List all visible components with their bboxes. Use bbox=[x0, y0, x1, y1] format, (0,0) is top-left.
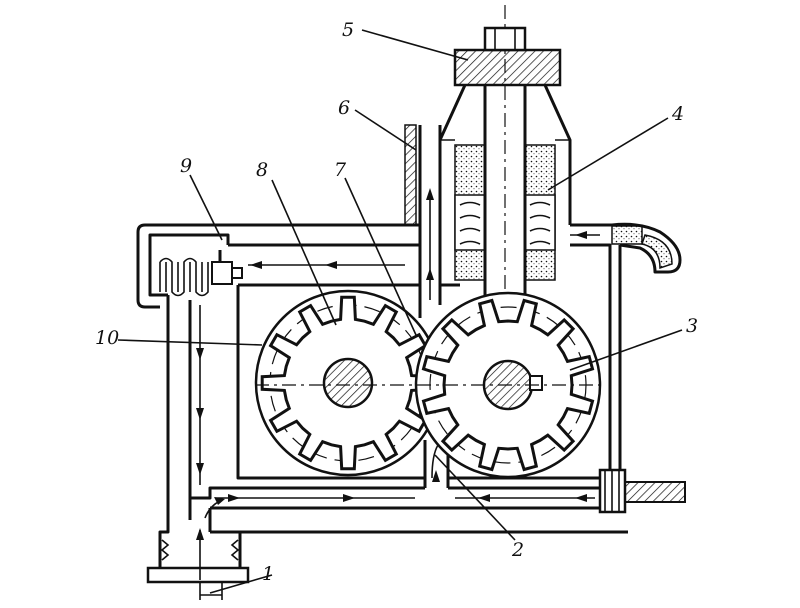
flow-arrows bbox=[196, 188, 600, 580]
shaft-seal bbox=[438, 84, 572, 281]
gearL-hub bbox=[322, 357, 374, 409]
label-1: 1 bbox=[262, 563, 274, 585]
label-3: 3 bbox=[686, 315, 698, 337]
pump-housing bbox=[136, 223, 628, 534]
label-8: 8 bbox=[256, 159, 268, 181]
label-9: 9 bbox=[180, 155, 192, 177]
label-5: 5 bbox=[342, 19, 354, 41]
inlet-pipe bbox=[146, 498, 250, 600]
label-6: 6 bbox=[338, 97, 350, 119]
relief-valve-spring bbox=[159, 250, 243, 297]
shaft-key bbox=[529, 375, 543, 391]
leader-lines bbox=[117, 29, 683, 594]
label-10: 10 bbox=[95, 327, 119, 349]
driven-gear bbox=[254, 289, 442, 477]
label-7: 7 bbox=[334, 159, 347, 181]
drive-shaft bbox=[483, 5, 527, 480]
pulley bbox=[453, 26, 562, 87]
label-4: 4 bbox=[671, 103, 684, 125]
part-labels: 1 2 3 4 5 6 7 8 9 10 bbox=[95, 19, 698, 585]
return-line bbox=[570, 222, 686, 514]
label-2: 2 bbox=[511, 539, 524, 561]
outlet-pipe bbox=[404, 124, 442, 226]
